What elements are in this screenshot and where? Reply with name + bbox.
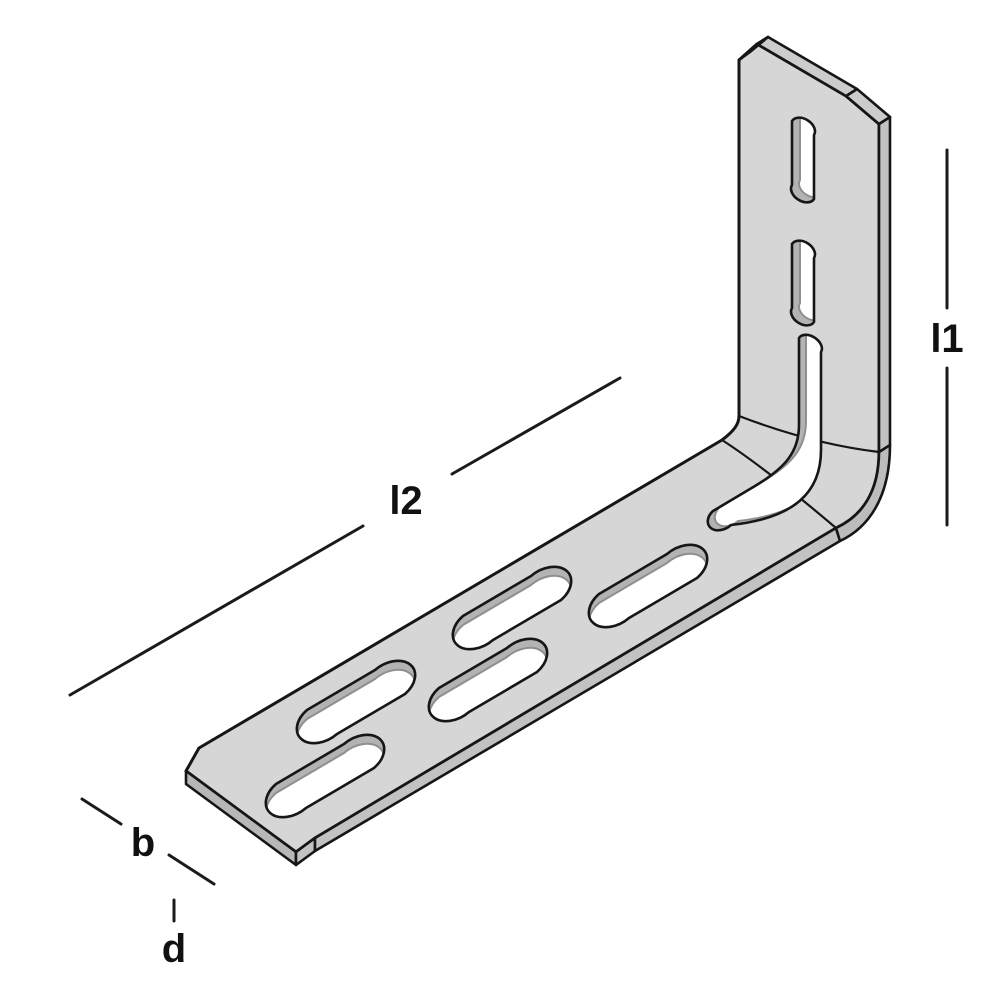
dimension-line-l2-left xyxy=(68,524,365,697)
dimension-line-b-upper xyxy=(80,797,123,826)
dimension-label-b: b xyxy=(131,821,155,865)
dimension-label-d: d xyxy=(162,927,186,971)
dimension-l1: l1 xyxy=(930,148,964,527)
dimension-l2: l2 xyxy=(68,376,622,697)
dimension-line-b-lower xyxy=(167,853,216,886)
dimension-label-l2: l2 xyxy=(389,479,422,523)
bracket-body xyxy=(184,35,892,867)
dimension-label-l1: l1 xyxy=(930,317,963,361)
dimension-b: b xyxy=(80,797,216,886)
dimension-d: d xyxy=(162,898,186,971)
dimension-line-l2-right xyxy=(450,376,622,476)
top-left-chamfer-face xyxy=(737,35,770,62)
right-edge-face xyxy=(877,115,892,454)
